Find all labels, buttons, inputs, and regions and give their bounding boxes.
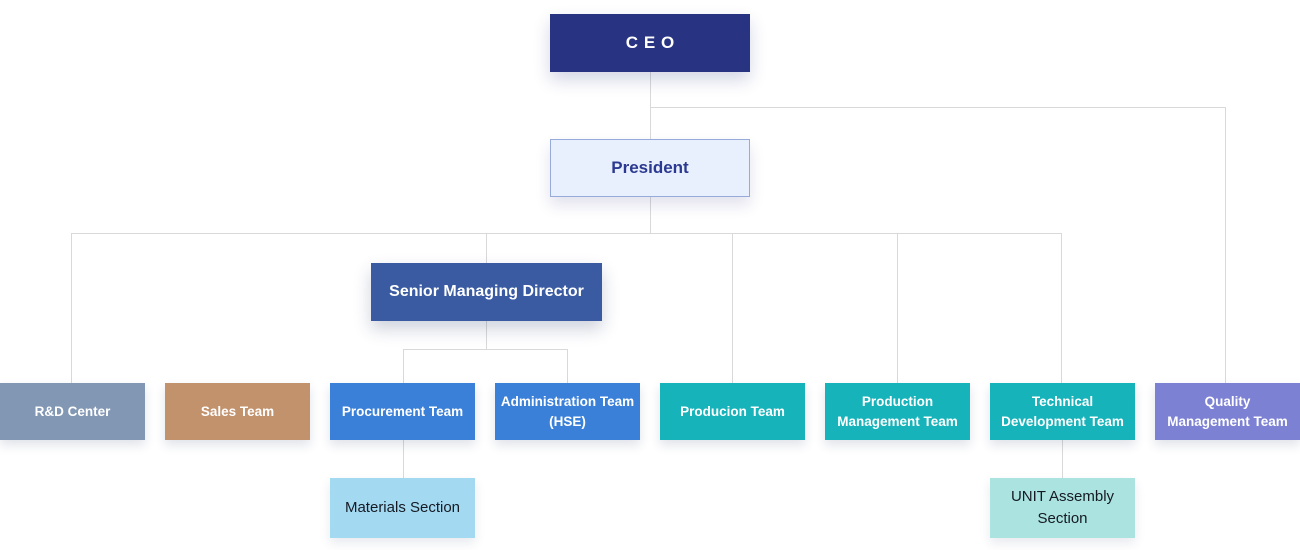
connector-line bbox=[1061, 233, 1062, 383]
node-procurement-team: Procurement Team bbox=[330, 383, 475, 440]
node-ceo: CEO bbox=[550, 14, 750, 72]
node-administration-team-hse: Administration Team (HSE) bbox=[495, 383, 640, 440]
node-producion-team-label: Producion Team bbox=[680, 403, 785, 419]
node-materials-section-label: Materials Section bbox=[344, 499, 461, 517]
connector-line bbox=[486, 321, 487, 349]
node-materials-section: Materials Section bbox=[330, 478, 475, 538]
connector-line bbox=[403, 349, 404, 383]
node-technical-development-team-label-line1: Technical bbox=[1031, 393, 1094, 409]
connector-line bbox=[486, 233, 487, 263]
node-administration-team-hse-label-line1: Administration Team bbox=[500, 393, 635, 409]
node-production-management-team-label-line2: Management Team bbox=[837, 413, 958, 429]
node-president: President bbox=[550, 139, 750, 197]
node-technical-development-team-label-line2: Development Team bbox=[1001, 413, 1124, 429]
connector-line bbox=[1062, 440, 1063, 478]
node-production-management-team: Production Management Team bbox=[825, 383, 970, 440]
node-sales-team-label: Sales Team bbox=[200, 403, 275, 419]
node-president-label: President bbox=[611, 158, 689, 177]
node-unit-assembly-section-label-line2: Section bbox=[1037, 510, 1088, 527]
connector-line bbox=[897, 233, 898, 383]
connector-line bbox=[732, 233, 733, 383]
node-quality-management-team: Quality Management Team bbox=[1155, 383, 1300, 440]
connector-line bbox=[650, 107, 1226, 108]
node-producion-team: Producion Team bbox=[660, 383, 805, 440]
connector-line bbox=[403, 349, 568, 350]
connector-line bbox=[650, 196, 651, 233]
node-administration-team-hse-label-line2: (HSE) bbox=[549, 413, 586, 429]
connector-line bbox=[1225, 107, 1226, 383]
node-senior-managing-director-label: Senior Managing Director bbox=[389, 283, 584, 300]
node-ceo-label: CEO bbox=[625, 33, 680, 52]
node-rnd-center: R&D Center bbox=[0, 383, 145, 440]
node-senior-managing-director: Senior Managing Director bbox=[371, 263, 602, 321]
connector-line bbox=[71, 233, 72, 383]
connector-line bbox=[650, 72, 651, 139]
node-rnd-center-label: R&D Center bbox=[34, 403, 111, 419]
node-quality-management-team-label-line2: Management Team bbox=[1167, 413, 1288, 429]
connector-line bbox=[567, 349, 568, 383]
node-unit-assembly-section: UNIT Assembly Section bbox=[990, 478, 1135, 538]
node-procurement-team-label: Procurement Team bbox=[341, 403, 464, 419]
node-technical-development-team: Technical Development Team bbox=[990, 383, 1135, 440]
connector-line bbox=[403, 440, 404, 478]
node-sales-team: Sales Team bbox=[165, 383, 310, 440]
node-quality-management-team-label-line1: Quality bbox=[1204, 393, 1251, 409]
node-unit-assembly-section-label-line1: UNIT Assembly bbox=[1010, 488, 1115, 506]
connector-line bbox=[71, 233, 1062, 234]
node-production-management-team-label-line1: Production bbox=[861, 393, 934, 409]
